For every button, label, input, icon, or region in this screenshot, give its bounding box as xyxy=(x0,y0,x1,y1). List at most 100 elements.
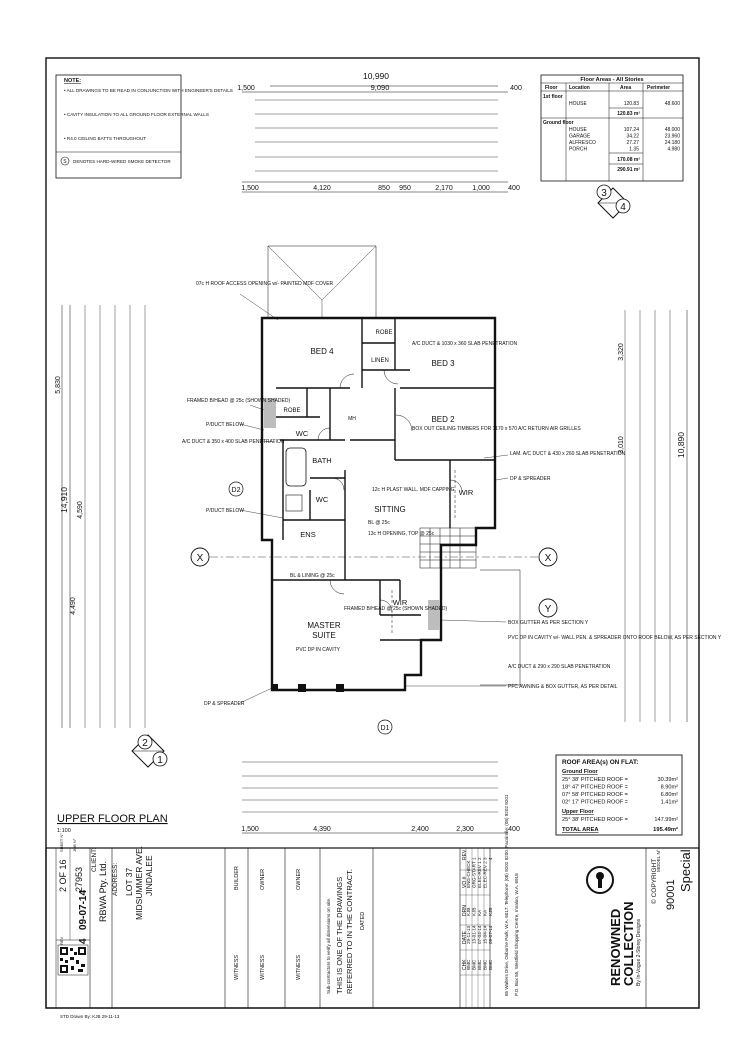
ground-row-perimeter: 24.180 xyxy=(665,140,681,146)
left-dimensions: 14,910 5,830 4,590 4,490 xyxy=(55,305,146,728)
revision-cell: 4 xyxy=(488,857,493,860)
roof-upper-row-label: 25° 38' PITCHED ROOF = xyxy=(562,817,628,823)
ground-row-location: PORCH xyxy=(569,147,587,153)
roof-ground-row-value: 8.90m² xyxy=(661,785,679,791)
col-floor: Floor xyxy=(545,85,558,91)
col-location: Location xyxy=(569,85,590,91)
dim-left-mid: 4,590 xyxy=(77,501,84,519)
renowned-logo-icon xyxy=(586,866,614,894)
ground-row-location: ALFRESCO xyxy=(569,140,596,146)
callout-framed-bulkhead2: FRAMED B/HEAD @ 25c (SHOWN SHADED) xyxy=(344,606,447,612)
room-bath: BATH xyxy=(312,456,331,465)
drawing-title: UPPER FLOOR PLAN xyxy=(57,813,168,825)
section-x: X X xyxy=(190,547,558,567)
floor-areas-title: Floor Areas - All Stories xyxy=(580,77,643,83)
callout-box-out: BOX OUT CEILING TIMBERS FOR 1170 x 570 A… xyxy=(412,426,581,432)
client-label: CLIENT: xyxy=(91,848,98,872)
roof-ground-row-label: 02° 17' PITCHED ROOF = xyxy=(562,800,628,806)
roof-ground-row-value: 30.39m² xyxy=(657,777,678,783)
dim-bot-mid4: 2,170 xyxy=(435,185,453,192)
dim-bot-mid2: 850 xyxy=(378,185,390,192)
revision-cell: KA xyxy=(477,909,482,916)
company-name-1: RENOWNED xyxy=(608,909,623,986)
revision-cell: ELEC-REV 2 xyxy=(483,861,488,888)
drawing-scale: 1:100 xyxy=(57,828,71,834)
marker-1: 1 xyxy=(157,755,163,766)
revision-cell: KJB xyxy=(472,908,477,916)
callout-framed-bulkhead: FRAMED B/HEAD @ 25c (SHOWN SHADED) xyxy=(187,398,290,404)
owner-witness-2: WITNESS xyxy=(296,955,302,980)
title-block-text: STD Drawn By: KJB 29-11-13 SHEET N° 2 OF… xyxy=(58,794,693,1019)
room-sitting: SITTING xyxy=(374,505,406,514)
roof-ground-row-value: 1.41m² xyxy=(661,800,679,806)
floor-plan xyxy=(260,245,521,692)
detail-markers: D2 D1 xyxy=(228,481,393,735)
dim-left-top: 5,830 xyxy=(55,376,62,394)
ground-row-area: 27.27 xyxy=(626,140,639,146)
revision-cell: BMC xyxy=(483,959,488,970)
ground-row-area: 107.24 xyxy=(624,127,640,133)
builder-label: BUILDER xyxy=(234,866,240,890)
dim-top-overall: 10,990 xyxy=(363,71,389,81)
dim-top-right: 400 xyxy=(510,85,522,92)
revision-cell: KJB xyxy=(466,908,471,916)
note-item: • ALL DRAWINGS TO BE READ IN CONJUNCTION… xyxy=(64,88,233,93)
revision-cell: 29-11-13 xyxy=(466,926,471,944)
roof-upper-label: Upper Floor xyxy=(562,809,595,815)
section-y-label: Y xyxy=(545,604,552,615)
rev-date: 09-07-14 xyxy=(78,890,89,930)
dim-top-left: 1,500 xyxy=(237,85,255,92)
callout-opening: 13c H OPENING, TOP @ 25c xyxy=(368,531,435,537)
callout-dp-spreader2: DP & SPREADER xyxy=(204,701,245,707)
dim-bot-mid3: 950 xyxy=(399,185,411,192)
dim-right-overall: 10,890 xyxy=(676,432,686,458)
callout-pduct2: P/DUCT BELOW xyxy=(206,508,244,514)
section-x-right: X xyxy=(545,553,552,564)
dim-bot-left: 1,500 xyxy=(241,185,259,192)
dim-right-top: 3,320 xyxy=(618,343,625,361)
ground-row-area: 1.35 xyxy=(629,147,639,153)
elevation-marker-3-4: 3 4 xyxy=(596,184,631,219)
notes-heading: NOTE: xyxy=(64,78,81,84)
contract-line2: REFERRED TO IN THE CONTRACT. xyxy=(345,869,354,994)
room-wir2: WIR xyxy=(393,598,408,607)
callout-pduct1: P/DUCT BELOW xyxy=(206,422,244,428)
col-area: Area xyxy=(620,85,631,91)
first-row-location: HOUSE xyxy=(569,101,587,107)
ground-row-perimeter: 48.000 xyxy=(665,127,681,133)
room-labels: BED 4 BED 3 BED 2 ROBE LINEN ROBE MH WC … xyxy=(283,330,473,640)
dim-left-bot: 4,490 xyxy=(70,597,77,615)
callout-ac-duct3: A/C DUCT & 290 x 290 SLAB PENETRATION xyxy=(508,664,611,670)
room-bed4: BED 4 xyxy=(310,347,334,356)
title-block xyxy=(45,847,700,1009)
ground-row-location: GARAGE xyxy=(569,134,591,140)
model-label: MODEL N° xyxy=(656,849,661,872)
smoke-label: DENOTES HARD-WIRED SMOKE DETECTOR xyxy=(73,159,171,164)
copyright: © COPYRIGHT xyxy=(650,859,658,904)
grand-total: 290.91 m² xyxy=(617,167,640,173)
room-robe: ROBE xyxy=(375,330,392,336)
rev-label: REV xyxy=(59,936,64,945)
revision-cell: 07-04-14 xyxy=(477,925,482,944)
room-robe-bed4: ROBE xyxy=(283,408,300,414)
revision-cell: KJB xyxy=(488,908,493,916)
rev-header-rev: REV xyxy=(462,849,468,860)
right-dimensions: 10,890 3,320 3,010 xyxy=(618,310,688,722)
dim-bottom-end: 400 xyxy=(508,826,520,833)
revision-cell: 3 xyxy=(483,857,488,860)
callout-pfc: PFC AWNING & BOX GUTTER, AS PER DETAIL xyxy=(508,684,618,690)
ground-row-area: 34.22 xyxy=(626,134,639,140)
roof-area-title: ROOF AREA(s) ON FLAT: xyxy=(562,759,638,766)
revision-cell: 15-04-14 xyxy=(483,925,488,944)
first-row-area: 120.83 xyxy=(624,101,640,107)
callout-lam-ac: LAM. A/C DUCT & 430 x 260 SLAB PENETRATI… xyxy=(510,451,626,457)
first-row-perimeter: 48.600 xyxy=(665,101,681,107)
room-master-2: SUITE xyxy=(312,631,336,640)
first-floor-label: 1st floor xyxy=(543,94,563,100)
roof-ground-row-label: 25° 38' PITCHED ROOF = xyxy=(562,777,628,783)
